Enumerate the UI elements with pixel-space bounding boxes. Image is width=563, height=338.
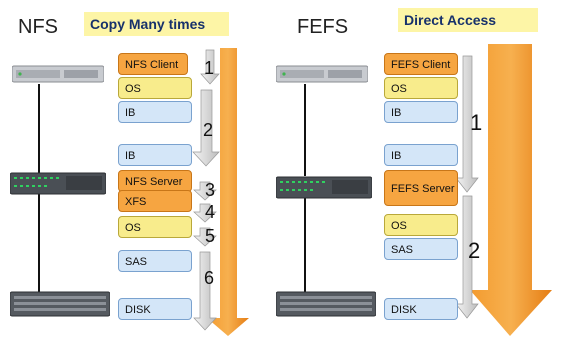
nfs-banner: Copy Many times xyxy=(84,12,229,36)
nfs-layer-7: OS xyxy=(118,216,192,238)
nfs-layer-6: XFS xyxy=(118,190,192,212)
nfs-step-6: 6 xyxy=(204,268,215,288)
fefs-layer-4: IB xyxy=(384,144,458,166)
nfs-layer-9: DISK xyxy=(118,298,192,320)
layer-label: NFS Client xyxy=(125,59,179,71)
fefs-layer-6: OS xyxy=(384,214,458,236)
layer-label: SAS xyxy=(391,244,414,256)
fefs-server-cable xyxy=(304,198,306,298)
fefs-layer-7: SAS xyxy=(384,238,458,260)
layer-label: FEFS Client xyxy=(391,59,451,71)
fefs-layer-3: IB xyxy=(384,101,458,123)
layer-label: OS xyxy=(391,83,407,95)
nfs-step-1: 1 xyxy=(204,58,215,78)
fefs-step-arrows xyxy=(455,55,479,319)
nfs-client-server-icon xyxy=(12,65,104,83)
fefs-server-icon xyxy=(276,176,372,199)
fefs-client-server-icon xyxy=(276,65,368,83)
nfs-layer-1: NFS Client xyxy=(118,53,188,75)
nfs-big-arrow xyxy=(207,48,249,336)
nfs-layer-3: IB xyxy=(118,101,192,123)
nfs-title: NFS xyxy=(18,16,58,38)
layer-label: SAS xyxy=(125,256,148,268)
nfs-step-2: 2 xyxy=(203,120,214,140)
nfs-disk-array-icon xyxy=(10,291,110,317)
fefs-layer-1: FEFS Client xyxy=(384,53,458,75)
layer-label: FEFS Server xyxy=(391,183,455,195)
nfs-layer-2: OS xyxy=(118,77,192,99)
fefs-client-cable xyxy=(304,84,306,176)
nfs-server-cable xyxy=(38,194,40,298)
fefs-disk-array-icon xyxy=(276,291,376,317)
nfs-layer-5: NFS Server xyxy=(118,170,192,192)
nfs-step-5: 5 xyxy=(205,226,216,246)
layer-label: OS xyxy=(391,220,407,232)
nfs-server-icon xyxy=(10,172,106,195)
fefs-big-arrow xyxy=(470,44,552,336)
layer-label: DISK xyxy=(391,304,417,316)
layer-label: OS xyxy=(125,222,141,234)
fefs-layer-8: DISK xyxy=(384,298,458,320)
layer-label: XFS xyxy=(125,196,147,208)
fefs-layer-2: OS xyxy=(384,77,458,99)
layer-label: IB xyxy=(391,150,402,162)
nfs-client-cable xyxy=(38,84,40,176)
layer-label: NFS Server xyxy=(125,176,183,188)
fefs-step-1: 1 xyxy=(470,110,483,135)
fefs-layer-5: FEFS Server xyxy=(384,170,458,206)
layer-label: OS xyxy=(125,83,141,95)
nfs-layer-4: IB xyxy=(118,144,192,166)
fefs-step-2: 2 xyxy=(468,238,481,263)
fefs-banner: Direct Access xyxy=(398,8,538,32)
layer-label: IB xyxy=(125,150,136,162)
layer-label: IB xyxy=(125,107,136,119)
nfs-step-arrows xyxy=(192,49,220,331)
nfs-step-4: 4 xyxy=(205,202,216,222)
fefs-title: FEFS xyxy=(297,16,349,38)
layer-label: DISK xyxy=(125,304,151,316)
nfs-layer-8: SAS xyxy=(118,250,192,272)
nfs-step-3: 3 xyxy=(205,180,216,200)
layer-label: IB xyxy=(391,107,402,119)
